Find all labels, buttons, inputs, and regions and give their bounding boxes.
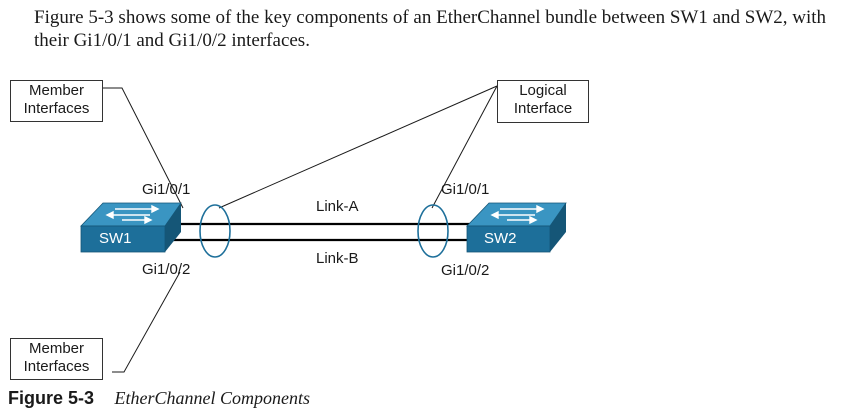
logical-leader-right (431, 85, 498, 209)
bundle-ellipse-sw2 (417, 204, 449, 258)
switch-sw2-icon (466, 202, 567, 253)
callout-line-2: Interface (513, 100, 573, 117)
sw1-port-top-label: Gi1/0/1 (142, 181, 191, 198)
link-a-label: Link-A (316, 198, 359, 215)
logical-leader-left (218, 85, 498, 209)
sw2-label: SW2 (484, 230, 517, 247)
bundle-ellipse-sw1 (199, 204, 231, 258)
callout-line-1: Member (28, 82, 84, 99)
sw2-port-bottom-label: Gi1/0/2 (441, 262, 490, 279)
switch-sw1-icon (80, 202, 182, 253)
member-interfaces-callout-top: Member Interfaces (10, 80, 103, 122)
intro-paragraph: Figure 5-3 shows some of the key compone… (34, 7, 827, 51)
member-bottom-leader (112, 271, 181, 373)
link-b-label: Link-B (316, 250, 359, 267)
callout-line-2: Interfaces (23, 358, 90, 375)
figure-caption: Figure 5-3 EtherChannel Components (8, 388, 310, 409)
logical-interface-callout: Logical Interface (497, 80, 589, 123)
callout-line-1: Logical (519, 82, 567, 99)
member-top-leader (103, 87, 184, 209)
callout-line-1: Member (28, 340, 84, 357)
sw2-port-top-label: Gi1/0/1 (441, 181, 490, 198)
callout-line-2: Interfaces (23, 100, 90, 117)
figure-number: Figure 5-3 (8, 388, 95, 408)
figure-title: EtherChannel Components (114, 388, 311, 408)
member-interfaces-callout-bottom: Member Interfaces (10, 338, 103, 380)
sw1-port-bottom-label: Gi1/0/2 (142, 261, 191, 278)
sw1-label: SW1 (99, 230, 132, 247)
